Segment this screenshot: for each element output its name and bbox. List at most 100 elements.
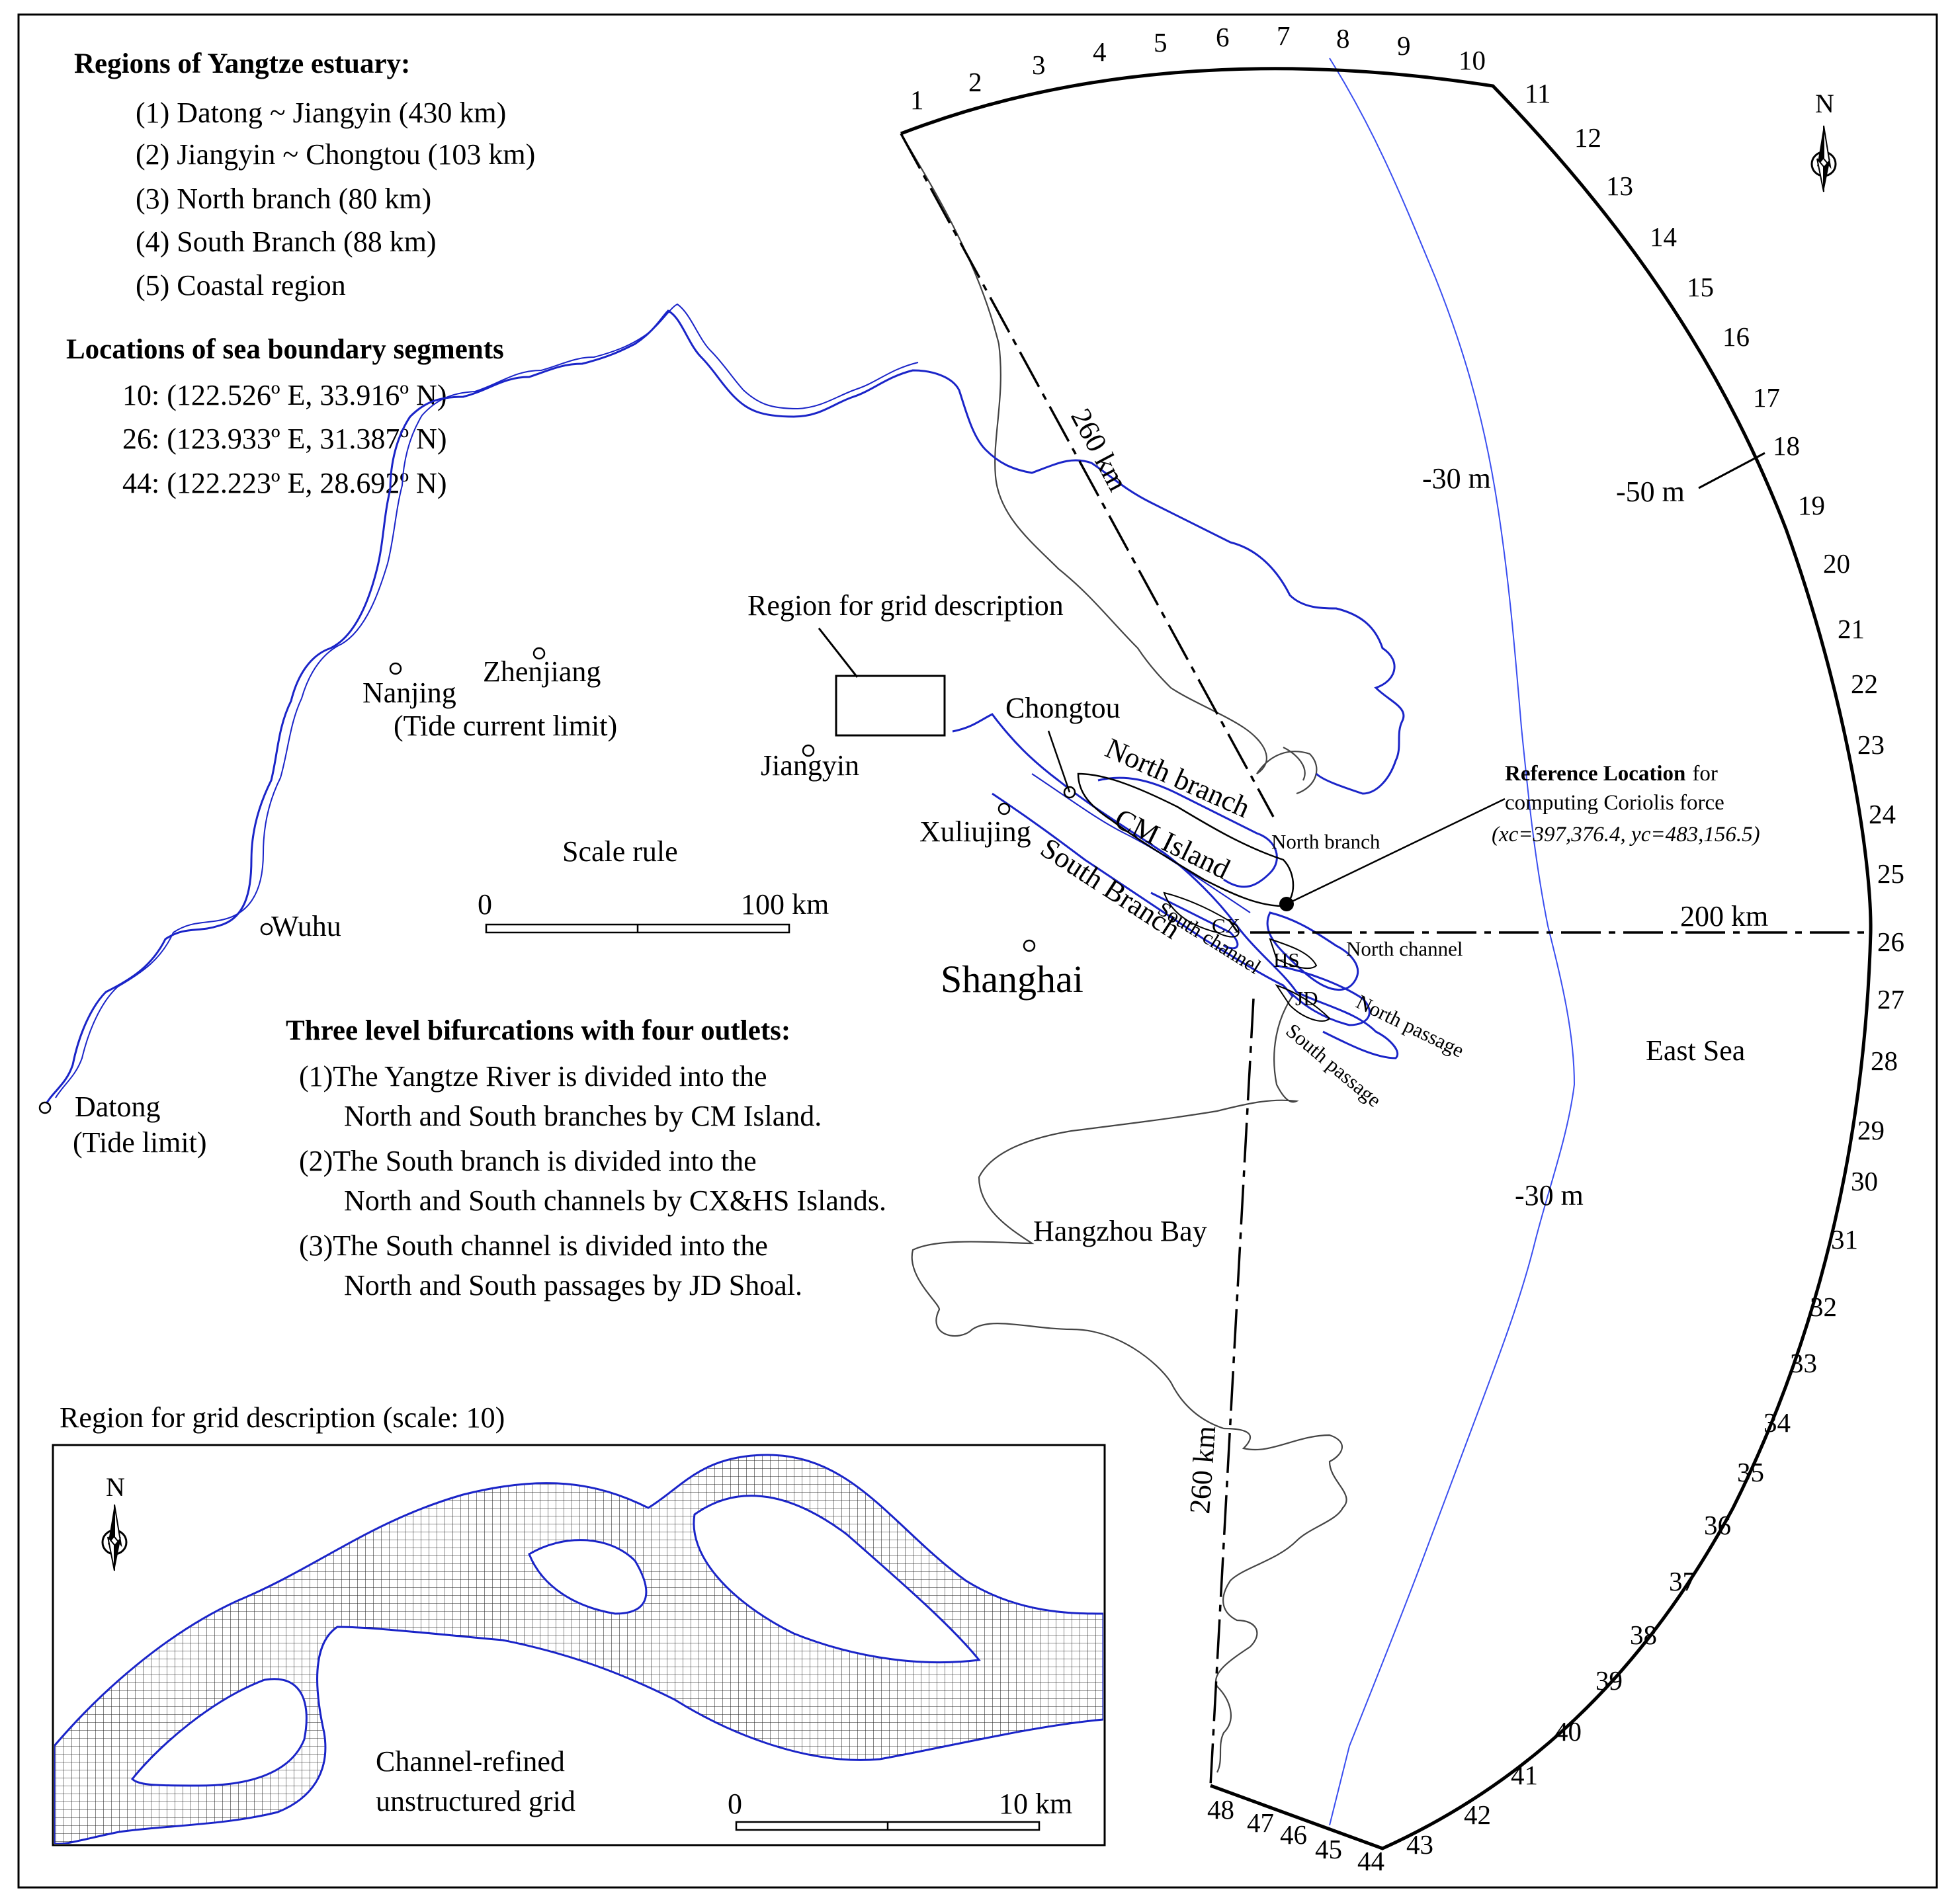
boundary-title: Locations of sea boundary segments bbox=[66, 334, 504, 365]
chongtou-leader bbox=[1047, 730, 1071, 793]
label-nanjing-note: (Tide current limit) bbox=[394, 710, 617, 742]
boundary-number: 38 bbox=[1630, 1620, 1657, 1650]
inset-island-3 bbox=[693, 1495, 981, 1664]
coastline bbox=[900, 133, 1347, 1773]
label-jiangyin: Jiangyin bbox=[761, 749, 859, 782]
boundary-number: 34 bbox=[1763, 1407, 1791, 1438]
boundary-number: 32 bbox=[1810, 1292, 1837, 1322]
boundary-number: 6 bbox=[1216, 22, 1230, 52]
yangtze-river bbox=[44, 303, 1405, 1106]
boundary-number: 1 bbox=[910, 85, 924, 115]
boundary-number: 5 bbox=[1154, 27, 1168, 58]
boundary-number: 10 bbox=[1459, 45, 1486, 75]
inset-title: Region for grid description (scale: 10) bbox=[60, 1401, 505, 1434]
boundary-number: 35 bbox=[1737, 1457, 1764, 1487]
boundary-number: 30 bbox=[1851, 1166, 1878, 1196]
south-radius bbox=[1209, 998, 1255, 1786]
boundary-number: 24 bbox=[1869, 799, 1896, 829]
boundary-item: 26: (123.933º E, 31.387º N) bbox=[122, 423, 446, 455]
region-item: (5) Coastal region bbox=[136, 269, 346, 302]
scale-title: Scale rule bbox=[562, 835, 678, 868]
boundary-number: 12 bbox=[1574, 122, 1601, 153]
depth-contour-30 bbox=[1329, 58, 1576, 1826]
inset-island-1 bbox=[130, 1678, 308, 1787]
label-hs: HS bbox=[1273, 948, 1300, 972]
bifurcation-line: North and South channels by CX&HS Island… bbox=[344, 1184, 886, 1217]
label-zhenjiang: Zhenjiang bbox=[483, 655, 601, 688]
label-hangzhou-bay: Hangzhou Bay bbox=[1033, 1215, 1207, 1247]
depth-50: -50 m bbox=[1616, 476, 1685, 508]
boundary-number: 19 bbox=[1798, 490, 1825, 520]
jd-shoal bbox=[1275, 984, 1331, 1022]
north-radius bbox=[900, 133, 1275, 817]
region-item: (3) North branch (80 km) bbox=[136, 183, 431, 215]
boundary-number: 9 bbox=[1397, 30, 1411, 61]
bifurcation-line: (3)The South channel is divided into the bbox=[299, 1229, 768, 1262]
boundary-number: 11 bbox=[1525, 78, 1550, 108]
depth-50-leader bbox=[1698, 452, 1765, 489]
label-xuliujing: Xuliujing bbox=[919, 815, 1031, 848]
label-wuhu: Wuhu bbox=[271, 910, 341, 942]
distance-east: 200 km bbox=[1680, 900, 1768, 932]
boundary-number: 4 bbox=[1093, 36, 1107, 67]
boundary-number: 44 bbox=[1357, 1846, 1384, 1876]
grid-inset: Region for grid description (scale: 10) … bbox=[52, 1401, 1106, 1846]
region-item: (1) Datong ~ Jiangyin (430 km) bbox=[136, 97, 506, 129]
inset-scale-max: 10 km bbox=[999, 1788, 1072, 1820]
sea-boundary-arc bbox=[900, 67, 1873, 1850]
scale-max: 100 km bbox=[741, 888, 829, 921]
inset-grid-label-1: Channel-refined bbox=[376, 1745, 565, 1778]
boundary-number: 29 bbox=[1857, 1115, 1885, 1145]
label-east-sea: East Sea bbox=[1646, 1034, 1745, 1067]
north-arrow-icon: N bbox=[1810, 89, 1837, 192]
reference-line3: (xc=397,376.4, yc=483,156.5) bbox=[1492, 823, 1760, 847]
boundary-number: 22 bbox=[1851, 669, 1878, 699]
depth-30-top: -30 m bbox=[1422, 462, 1491, 495]
reference-rest: for bbox=[1692, 762, 1717, 786]
boundary-number: 23 bbox=[1857, 729, 1885, 760]
boundary-number: 17 bbox=[1753, 382, 1780, 413]
boundary-number: 20 bbox=[1823, 548, 1850, 579]
depth-30-bottom: -30 m bbox=[1515, 1179, 1584, 1212]
reference-leader bbox=[1286, 798, 1506, 905]
label-cm-island: CM Island bbox=[1110, 802, 1236, 886]
distance-north: 260 km bbox=[1064, 403, 1134, 497]
boundary-number: 31 bbox=[1831, 1224, 1858, 1255]
region-item: (4) South Branch (88 km) bbox=[136, 226, 437, 258]
boundary-number: 46 bbox=[1280, 1819, 1307, 1850]
boundary-number: 42 bbox=[1464, 1800, 1491, 1830]
boundary-number: 3 bbox=[1032, 50, 1046, 80]
distance-south: 260 km bbox=[1183, 1425, 1222, 1514]
bifurcation-line: (2)The South branch is divided into the bbox=[299, 1145, 757, 1177]
label-south-passage: South passage bbox=[1282, 1019, 1386, 1112]
label-shanghai: Shanghai bbox=[941, 958, 1083, 1001]
label-datong: Datong bbox=[75, 1091, 161, 1123]
bifurcation-line: North and South passages by JD Shoal. bbox=[344, 1269, 802, 1302]
boundary-number: 13 bbox=[1606, 171, 1633, 201]
label-north-channel: North channel bbox=[1346, 937, 1463, 960]
boundary-number: 28 bbox=[1871, 1046, 1898, 1076]
boundary-number: 26 bbox=[1877, 927, 1904, 957]
boundary-number: 47 bbox=[1247, 1807, 1274, 1838]
reference-bold: Reference Location bbox=[1505, 762, 1685, 786]
boundary-number: 41 bbox=[1511, 1760, 1538, 1790]
regions-legend: Regions of Yangtze estuary: (1) Datong ~… bbox=[74, 48, 535, 302]
boundary-number: 2 bbox=[968, 67, 982, 97]
region-item: (2) Jiangyin ~ Chongtou (103 km) bbox=[136, 138, 535, 171]
inset-north-letter: N bbox=[106, 1472, 125, 1502]
boundary-number: 18 bbox=[1773, 431, 1800, 461]
inset-grid-label-2: unstructured grid bbox=[376, 1785, 575, 1817]
bifurcation-note: Three level bifurcations with four outle… bbox=[286, 1015, 886, 1302]
grid-region-leader bbox=[818, 628, 859, 678]
regions-title: Regions of Yangtze estuary: bbox=[74, 48, 410, 79]
boundary-item: 44: (122.223º E, 28.692º N) bbox=[122, 467, 446, 499]
grid-region-box bbox=[835, 675, 946, 737]
boundary-number: 36 bbox=[1704, 1510, 1731, 1540]
figure-border bbox=[17, 13, 1938, 1889]
boundary-number: 16 bbox=[1722, 321, 1750, 352]
scale-rule: Scale rule 0 100 km bbox=[478, 835, 829, 934]
boundary-legend: Locations of sea boundary segments 10: (… bbox=[66, 334, 504, 499]
boundary-number: 21 bbox=[1838, 614, 1865, 644]
